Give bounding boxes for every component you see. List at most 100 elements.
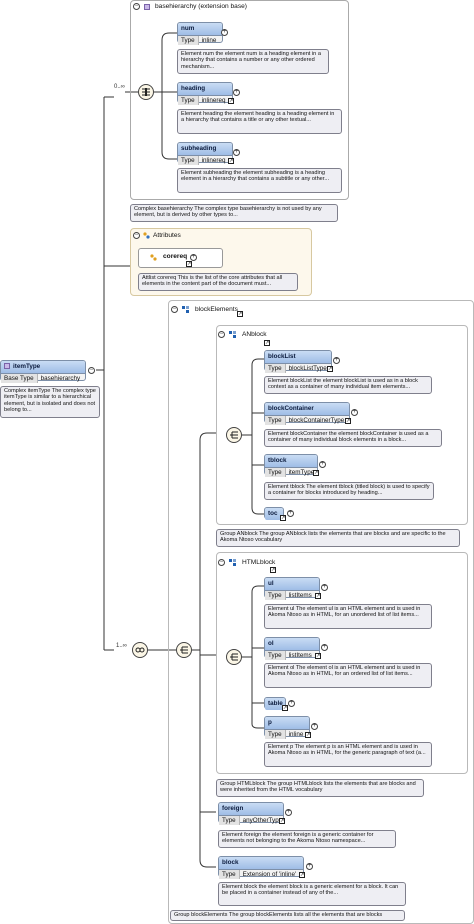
group-ref-icon[interactable]	[132, 642, 148, 658]
expand-icon[interactable]: +	[190, 254, 197, 261]
type-key: Type	[265, 468, 286, 477]
element-name: table	[265, 698, 285, 710]
expand-icon[interactable]: +	[321, 584, 328, 591]
expand-icon[interactable]: +	[288, 700, 295, 707]
sequence-icon	[142, 88, 150, 96]
type-value: inlinereq	[201, 97, 226, 104]
expand-icon[interactable]: +	[233, 89, 240, 96]
choice-icon	[180, 646, 188, 654]
reference-icon: ↗	[237, 311, 243, 317]
element-name: toc	[265, 508, 283, 520]
attributes-title: Attributes	[153, 232, 181, 239]
expand-icon[interactable]: +	[221, 29, 228, 36]
attribute-name: corereq	[163, 253, 188, 260]
expand-icon[interactable]: +	[333, 357, 340, 364]
choice-icon	[230, 653, 238, 661]
expand-icon[interactable]: +	[319, 461, 326, 468]
type-value: blockContainerType	[288, 417, 345, 424]
expand-icon[interactable]: +	[285, 809, 292, 816]
occurrence-label: 0..∞	[114, 84, 125, 90]
type-value: basehierarchy	[40, 375, 81, 382]
expand-icon[interactable]: +	[351, 409, 358, 416]
expand-icon[interactable]: +	[321, 644, 328, 651]
collapse-icon[interactable]: −	[218, 559, 225, 566]
HTMLblock-doc: Group HTMLblock The group HTMLblock list…	[216, 779, 424, 797]
reference-icon: ↗	[305, 732, 311, 738]
reference-icon: ↗	[299, 872, 305, 878]
reference-icon: ↗	[282, 705, 288, 711]
type-value: inlinereq	[201, 157, 226, 164]
reference-icon: ↗	[228, 98, 234, 104]
attribute-group-icon	[150, 254, 157, 261]
foreign-doc: Element foreign the element foreign is a…	[218, 830, 396, 848]
collapse-icon[interactable]: −	[133, 3, 140, 10]
expand-icon[interactable]: +	[306, 863, 313, 870]
element-name: subheading	[178, 143, 232, 156]
collapse-icon[interactable]: −	[88, 367, 95, 374]
choice-compositor-icon[interactable]	[226, 427, 242, 443]
type-value: itemType	[288, 469, 315, 476]
type-value: listItems	[288, 652, 312, 659]
type-value: listItems	[288, 592, 312, 599]
basehierarchy-group	[130, 0, 349, 200]
HTMLblock-title: HTMLblock	[242, 559, 276, 566]
type-key: Type	[178, 96, 199, 105]
type-key: Type	[219, 870, 240, 879]
choice-compositor-icon[interactable]	[176, 642, 192, 658]
element-name: foreign	[219, 803, 283, 816]
complex-type-icon	[144, 4, 150, 10]
tblock-doc: Element tblock The element tblock (title…	[264, 482, 434, 500]
type-key: Type	[265, 364, 286, 373]
choice-compositor-icon[interactable]	[226, 649, 242, 665]
expand-icon[interactable]: +	[311, 723, 318, 730]
itemType-doc: Complex itemType The complex type itemTy…	[0, 386, 100, 418]
reference-icon: ↗	[313, 470, 319, 476]
blockElements-doc: Group blockElements The group blockEleme…	[170, 910, 405, 921]
sequence-compositor-icon[interactable]	[138, 84, 154, 100]
collapse-icon[interactable]: −	[218, 331, 225, 338]
type-value: blockListType	[288, 365, 327, 372]
element-name: heading	[178, 83, 232, 96]
choice-icon	[230, 431, 238, 439]
collapse-icon[interactable]: −	[171, 306, 178, 313]
group-icon	[229, 559, 237, 567]
element-name: tblock	[265, 455, 317, 468]
element-table[interactable]: table	[264, 697, 286, 710]
reference-icon: ↗	[186, 261, 192, 267]
expand-icon[interactable]: +	[233, 149, 240, 156]
type-value: Extension of 'inline'	[242, 871, 297, 878]
expand-icon[interactable]: +	[287, 510, 294, 517]
basehierarchy-title: basehierarchy (extension base)	[155, 3, 247, 10]
reference-icon: ↗	[270, 567, 276, 573]
collapse-icon[interactable]: −	[133, 232, 140, 239]
attribute-corereq[interactable]	[138, 248, 223, 268]
reference-icon: ↗	[280, 515, 286, 521]
reference-icon: ↗	[345, 418, 351, 424]
num-doc: Element num the element num is a heading…	[177, 49, 329, 74]
type-key: Type	[265, 730, 286, 739]
blockList-doc: Element blockList the element blockList …	[264, 376, 432, 394]
type-value: inline	[288, 731, 304, 738]
element-name: block	[219, 857, 303, 870]
HTMLblock-group	[216, 552, 468, 774]
reference-icon: ↗	[315, 593, 321, 599]
type-key: Type	[219, 816, 240, 825]
type-key: Type	[265, 591, 286, 600]
type-key: Type	[265, 651, 286, 660]
root-element-name: itemType	[1, 361, 85, 374]
element-toc[interactable]: toc	[264, 507, 284, 520]
ANblock-group	[216, 325, 468, 525]
